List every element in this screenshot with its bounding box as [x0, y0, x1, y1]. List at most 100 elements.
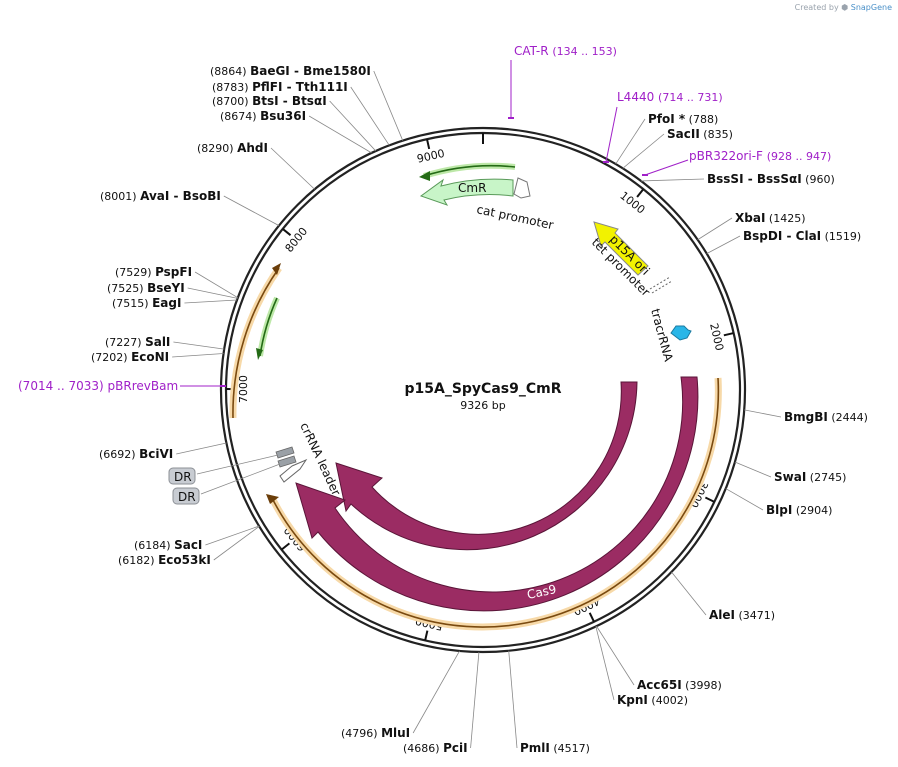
- enzyme-name: SalI: [145, 335, 170, 349]
- tet-promoter-feature: [649, 276, 673, 294]
- primer-leader-line: [605, 106, 618, 163]
- enzyme-name: BmgBI: [784, 410, 828, 424]
- enzyme-leader-line: [697, 217, 733, 241]
- enzyme-name: EcoNI: [131, 350, 169, 364]
- leader-lines: [172, 70, 782, 749]
- enzyme-label: AleI (3471): [709, 608, 775, 622]
- enzyme-name: Eco53kI: [158, 553, 211, 567]
- green-arc: [257, 296, 280, 357]
- svg-text:(6182) Eco53kI: (6182) Eco53kI: [118, 553, 211, 567]
- enzyme-leader-line: [412, 650, 460, 734]
- enzyme-label: (8674) Bsu36I: [220, 109, 306, 123]
- enzyme-leader-line: [734, 461, 772, 478]
- enzyme-label: BspDI - ClaI (1519): [743, 229, 861, 243]
- svg-text:DR: DR: [178, 490, 196, 504]
- svg-text:DR: DR: [174, 470, 192, 484]
- enzyme-name-2: Tth111I: [296, 80, 348, 94]
- enzyme-leader-line: [622, 133, 665, 169]
- plasmid-name: p15A_SpyCas9_CmR: [404, 381, 561, 397]
- svg-text:(7227) SalI: (7227) SalI: [105, 335, 170, 349]
- svg-text:(4796) MluI: (4796) MluI: [341, 726, 410, 740]
- svg-text:(7515) EagI: (7515) EagI: [112, 296, 181, 310]
- enzyme-name: BlpI: [766, 503, 792, 517]
- enzyme-leader-line: [184, 299, 237, 304]
- primer-range: (714 .. 731): [658, 91, 723, 104]
- enzyme-name: PciI: [443, 741, 468, 755]
- svg-text:(7525) BseYI: (7525) BseYI: [107, 281, 185, 295]
- svg-text:KpnI (4002): KpnI (4002): [617, 693, 688, 707]
- bp-tick: [588, 612, 595, 623]
- watermark-prefix: Created by: [794, 3, 839, 12]
- tracrrna-label: tracrRNA: [648, 307, 676, 364]
- enzyme-leader-line: [194, 271, 239, 299]
- svg-text:PmlI (4517): PmlI (4517): [520, 741, 590, 755]
- enzyme-label: (4796) MluI: [341, 726, 410, 740]
- enzyme-position: (788): [685, 113, 718, 126]
- svg-text:SwaI (2745): SwaI (2745): [774, 470, 846, 484]
- enzyme-name-2: BtsαI: [292, 94, 327, 108]
- enzyme-position: (7529): [115, 266, 155, 279]
- enzyme-label: BmgBI (2444): [784, 410, 868, 424]
- enzyme-name: BspDI: [743, 229, 782, 243]
- enzyme-name: Bsu36I: [260, 109, 306, 123]
- enzyme-label: PfoI * (788): [648, 112, 718, 126]
- enzyme-position: (1519): [821, 230, 861, 243]
- svg-text:(4686) PciI: (4686) PciI: [403, 741, 468, 755]
- enzyme-name: Acc65I: [637, 678, 682, 692]
- svg-text:BssSI - BssSαI (960): BssSI - BssSαI (960): [707, 172, 835, 186]
- svg-text:BmgBI (2444): BmgBI (2444): [784, 410, 868, 424]
- enzyme-position: (4002): [648, 694, 688, 707]
- cat-promoter-label: cat promoter: [475, 202, 554, 232]
- enzyme-leader-line: [671, 571, 707, 616]
- enzyme-separator: -: [279, 94, 292, 108]
- bp-tick: [280, 542, 291, 551]
- primer-name: pBR322ori-F: [689, 149, 767, 163]
- enzyme-position: (960): [802, 173, 835, 186]
- bp-tick: [426, 138, 431, 150]
- svg-text:(8674) Bsu36I: (8674) Bsu36I: [220, 109, 306, 123]
- enzyme-label: (6692) BciVI: [99, 447, 173, 461]
- enzyme-separator: -: [169, 189, 182, 203]
- enzyme-name: BseYI: [147, 281, 185, 295]
- enzyme-label: XbaI (1425): [735, 211, 805, 225]
- enzyme-name-2: BsoBI: [183, 189, 221, 203]
- enzyme-label: (8001) AvaI - BsoBI: [100, 189, 221, 203]
- enzyme-position: (6692): [99, 448, 139, 461]
- enzyme-position: (8783): [212, 81, 252, 94]
- enzyme-name: AleI: [709, 608, 735, 622]
- cmr-feature: [419, 178, 514, 206]
- enzyme-position: (8700): [212, 95, 252, 108]
- enzyme-label: BssSI - BssSαI (960): [707, 172, 835, 186]
- enzyme-label: (7529) PspFI: [115, 265, 192, 279]
- svg-text:SacII (835): SacII (835): [667, 127, 733, 141]
- bp-tick-label: 9000: [416, 147, 446, 166]
- enzyme-label: (7525) BseYI: [107, 281, 185, 295]
- enzyme-label: (8290) AhdI: [197, 141, 268, 155]
- enzyme-name: BciVI: [139, 447, 173, 461]
- bp-tick: [704, 496, 715, 503]
- enzyme-position: (7202): [91, 351, 131, 364]
- enzyme-position: (2745): [806, 471, 846, 484]
- enzyme-leader-line: [706, 235, 741, 254]
- enzyme-label: (6184) SacI: [134, 538, 202, 552]
- svg-text:XbaI (1425): XbaI (1425): [735, 211, 805, 225]
- primer-label: L4440 (714 .. 731): [603, 90, 723, 163]
- enzyme-label: (8783) PflFI - Tth111I: [212, 80, 348, 94]
- enzyme-name: EagI: [152, 296, 181, 310]
- enzyme-leader-line: [725, 488, 764, 511]
- primer-range: (7014 .. 7033): [18, 379, 108, 393]
- dr-repeats: [275, 446, 297, 468]
- primer-range: (134 .. 153): [552, 45, 617, 58]
- svg-text:(6692) BciVI: (6692) BciVI: [99, 447, 173, 461]
- enzyme-position: (4517): [550, 742, 590, 755]
- enzyme-label: Acc65I (3998): [637, 678, 722, 692]
- enzyme-name-2: ClaI: [796, 229, 821, 243]
- enzyme-leader-line: [213, 526, 260, 561]
- enzyme-separator: -: [744, 172, 757, 186]
- primer-labels: CAT-R (134 .. 153)L4440 (714 .. 731)pBR3…: [18, 44, 831, 393]
- enzyme-name: AvaI: [140, 189, 169, 203]
- bp-tick: [424, 630, 429, 641]
- enzyme-label: (8700) BtsI - BtsαI: [212, 94, 327, 108]
- enzyme-position: (6184): [134, 539, 174, 552]
- enzyme-label: (7227) SalI: [105, 335, 170, 349]
